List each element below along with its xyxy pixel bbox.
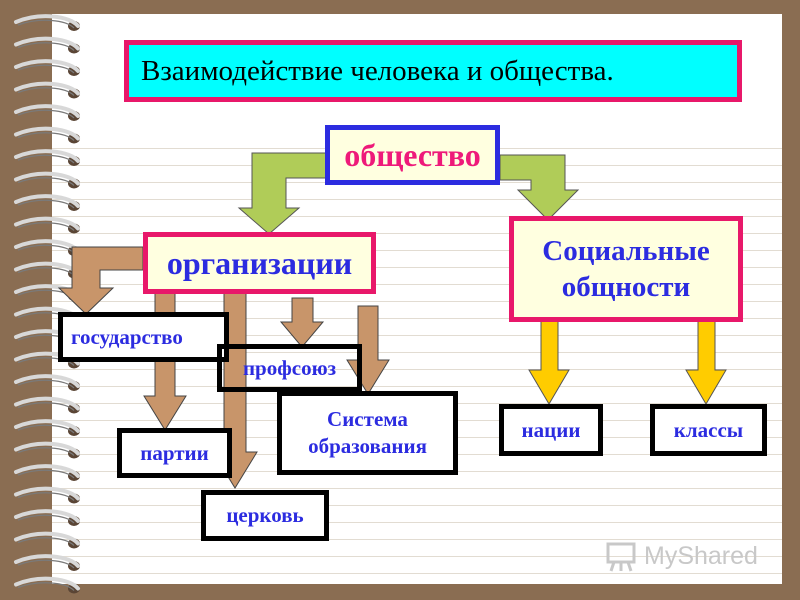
- binding-ring: [14, 126, 80, 141]
- node-social-communities: Социальные общности: [509, 216, 743, 322]
- node-education-system: Система образования: [277, 391, 458, 475]
- binding-ring: [14, 441, 80, 456]
- node-church: церковь: [201, 490, 329, 541]
- node-society: общество: [325, 125, 500, 185]
- binding-ring-shadow: [17, 447, 75, 456]
- binding-ring-shadow: [17, 469, 75, 479]
- binding-ring: [14, 419, 80, 433]
- binding-ring-shadow: [17, 267, 75, 276]
- binding-ring-shadow: [17, 199, 75, 209]
- binding-ring: [14, 149, 80, 163]
- binding-ring: [14, 554, 80, 568]
- binding-ring-shadow: [17, 379, 75, 389]
- node-state: государство: [58, 312, 229, 362]
- arrow-society-to-social-communities: [499, 154, 580, 221]
- binding-ring: [14, 36, 80, 51]
- binding-ring: [14, 216, 80, 231]
- binding-ring: [14, 396, 80, 411]
- binding-ring: [14, 486, 80, 501]
- arrow-organizations-to-trade-union: [279, 297, 325, 348]
- binding-ring-shadow: [17, 132, 75, 141]
- binding-ring-shadow: [17, 357, 75, 366]
- node-nations: нации: [499, 404, 603, 456]
- binding-ring: [14, 14, 80, 28]
- arrow-organizations-to-state: [57, 246, 144, 315]
- node-trade-union: профсоюз: [217, 344, 362, 392]
- binding-ring-shadow: [17, 402, 75, 411]
- binding-ring: [14, 194, 80, 208]
- binding-ring: [14, 59, 80, 73]
- spiral-binding: [14, 14, 80, 594]
- binding-ring: [14, 374, 80, 388]
- watermark: MyShared: [604, 536, 758, 576]
- arrow-social-to-nations: [528, 320, 570, 405]
- binding-ring: [14, 509, 80, 523]
- binding-ring-shadow: [17, 177, 75, 186]
- arrow-society-to-organizations: [237, 152, 329, 235]
- binding-ring-shadow: [17, 582, 75, 591]
- watermark-text: MyShared: [644, 541, 758, 570]
- binding-ring-shadow: [17, 87, 75, 96]
- binding-ring-shadow: [17, 514, 75, 524]
- slide-title: Взаимодействие человека и общества.: [124, 40, 742, 102]
- binding-ring-shadow: [17, 424, 75, 434]
- binding-ring-shadow: [17, 244, 75, 254]
- binding-ring: [14, 464, 80, 478]
- binding-ring-shadow: [17, 559, 75, 569]
- binding-ring-shadow: [17, 109, 75, 119]
- node-parties: партии: [117, 428, 232, 478]
- binding-ring: [14, 576, 80, 591]
- binding-ring-shadow: [17, 19, 75, 29]
- presentation-board-icon: [606, 542, 636, 572]
- binding-ring: [14, 104, 80, 118]
- arrow-social-to-classes: [685, 320, 727, 405]
- binding-ring-shadow: [17, 64, 75, 74]
- node-organizations: организации: [143, 232, 376, 294]
- binding-ring: [14, 81, 80, 96]
- binding-ring-shadow: [17, 154, 75, 164]
- binding-ring-shadow: [17, 222, 75, 231]
- node-classes: классы: [650, 404, 767, 456]
- binding-ring-shadow: [17, 537, 75, 546]
- binding-ring-shadow: [17, 492, 75, 501]
- binding-ring: [14, 531, 80, 546]
- binding-ring: [14, 171, 80, 186]
- binding-ring-shadow: [17, 42, 75, 51]
